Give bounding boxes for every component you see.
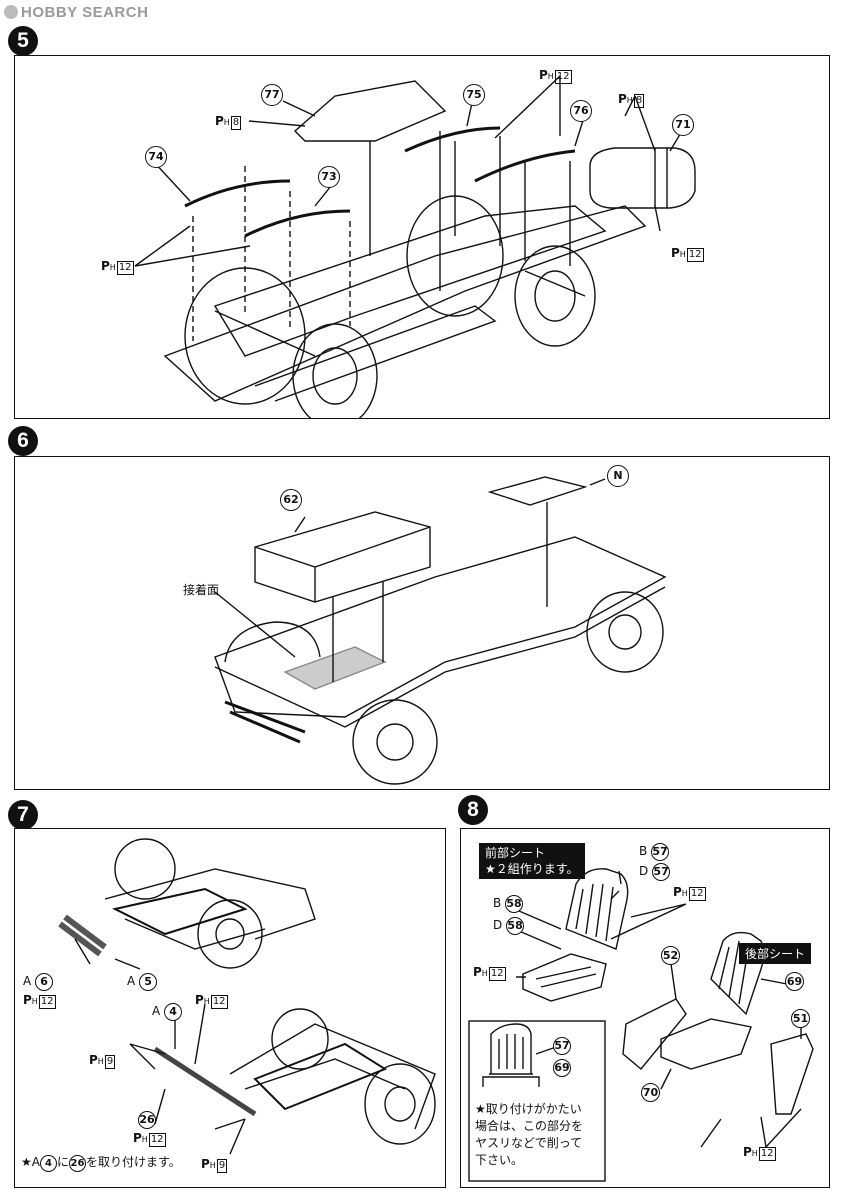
inset-part-69-label: 69 (553, 1059, 571, 1077)
front-seat-back (565, 868, 629, 950)
b58-ref: B 58 (493, 895, 524, 913)
part-70-label: 70 (641, 1083, 660, 1102)
lower-wheel-back (271, 1008, 329, 1070)
a6-ref: A 6 (23, 973, 54, 991)
side-panel-52 (622, 998, 687, 1070)
upper-wheel-back (114, 838, 176, 900)
chassis-body (214, 536, 667, 718)
part-N-label: N (607, 465, 629, 487)
part-74-label: 74 (145, 146, 167, 168)
floor-panel-77 (293, 80, 447, 142)
frame-rail (163, 205, 647, 402)
upper-wheel-front (197, 899, 263, 969)
glue-surface-label: 接着面 (183, 583, 220, 597)
step-7-suspension-drawing (58, 838, 436, 1155)
a5-ref: A 5 (127, 973, 158, 991)
part-26-label: 26 (138, 1111, 156, 1129)
part-62-label: 62 (280, 489, 302, 511)
step-5-badge: 5 (8, 26, 38, 56)
fuel-tank-71 (589, 147, 696, 209)
part-75-label: 75 (463, 84, 485, 106)
front-wheel-6 (352, 699, 438, 785)
glue-surface-area (283, 646, 387, 690)
front-left-wheel (292, 323, 378, 418)
part-52-label: 52 (661, 946, 680, 965)
part-76-label: 76 (570, 100, 592, 122)
b57-ref: B 57 (639, 843, 670, 861)
steering-linkage (153, 1046, 257, 1117)
d58-ref: D 58 (493, 917, 525, 935)
inset-part-57-label: 57 (553, 1037, 571, 1055)
step-7-badge: 7 (8, 800, 38, 830)
step-5-chassis-drawing (134, 75, 696, 418)
part-71-label: 71 (672, 114, 694, 136)
inset-box (468, 1020, 606, 1182)
shock-absorber (58, 914, 107, 957)
part-51-label: 51 (791, 1009, 810, 1028)
leaf-spring-74 (184, 179, 291, 208)
part-77-label: 77 (261, 84, 283, 106)
inset-note: ★取り付けがかたい 場合は、この部分を ヤスリなどで削って 下さい。 (475, 1102, 584, 1167)
watermark: HOBBY SEARCH (4, 4, 148, 21)
step-8-badge: 8 (458, 795, 488, 825)
step-6-panel: 62 N 接着面 (14, 456, 830, 790)
lower-wheel-front (364, 1063, 436, 1145)
plate-N (487, 476, 588, 506)
rear-seat-back (710, 931, 765, 1016)
front-seat-heading: 前部シート★２組作ります。 (479, 843, 585, 879)
rear-wheel-6 (586, 591, 664, 673)
step-6-badge: 6 (8, 426, 38, 456)
rear-seat-cushion (660, 1018, 752, 1070)
hobby-search-logo-icon (4, 5, 18, 19)
front-seat-cushion (522, 953, 607, 1002)
rear-seat-heading: 後部シート (739, 943, 812, 964)
tray-62 (254, 511, 431, 603)
leaf-spring-73 (244, 209, 351, 238)
step-8-seats-drawing (468, 868, 814, 1182)
step-6-chassis-drawing (214, 476, 667, 785)
d57-ref: D 57 (639, 863, 671, 881)
inset-seat-back (482, 1023, 540, 1087)
front-right-wheel (514, 245, 596, 347)
leaf-spring-75 (404, 126, 501, 153)
part-73-label: 73 (318, 166, 340, 188)
part-69-label: 69 (785, 972, 804, 991)
a4-ref: A 4 (152, 1003, 183, 1021)
side-panel-51 (770, 1033, 814, 1115)
